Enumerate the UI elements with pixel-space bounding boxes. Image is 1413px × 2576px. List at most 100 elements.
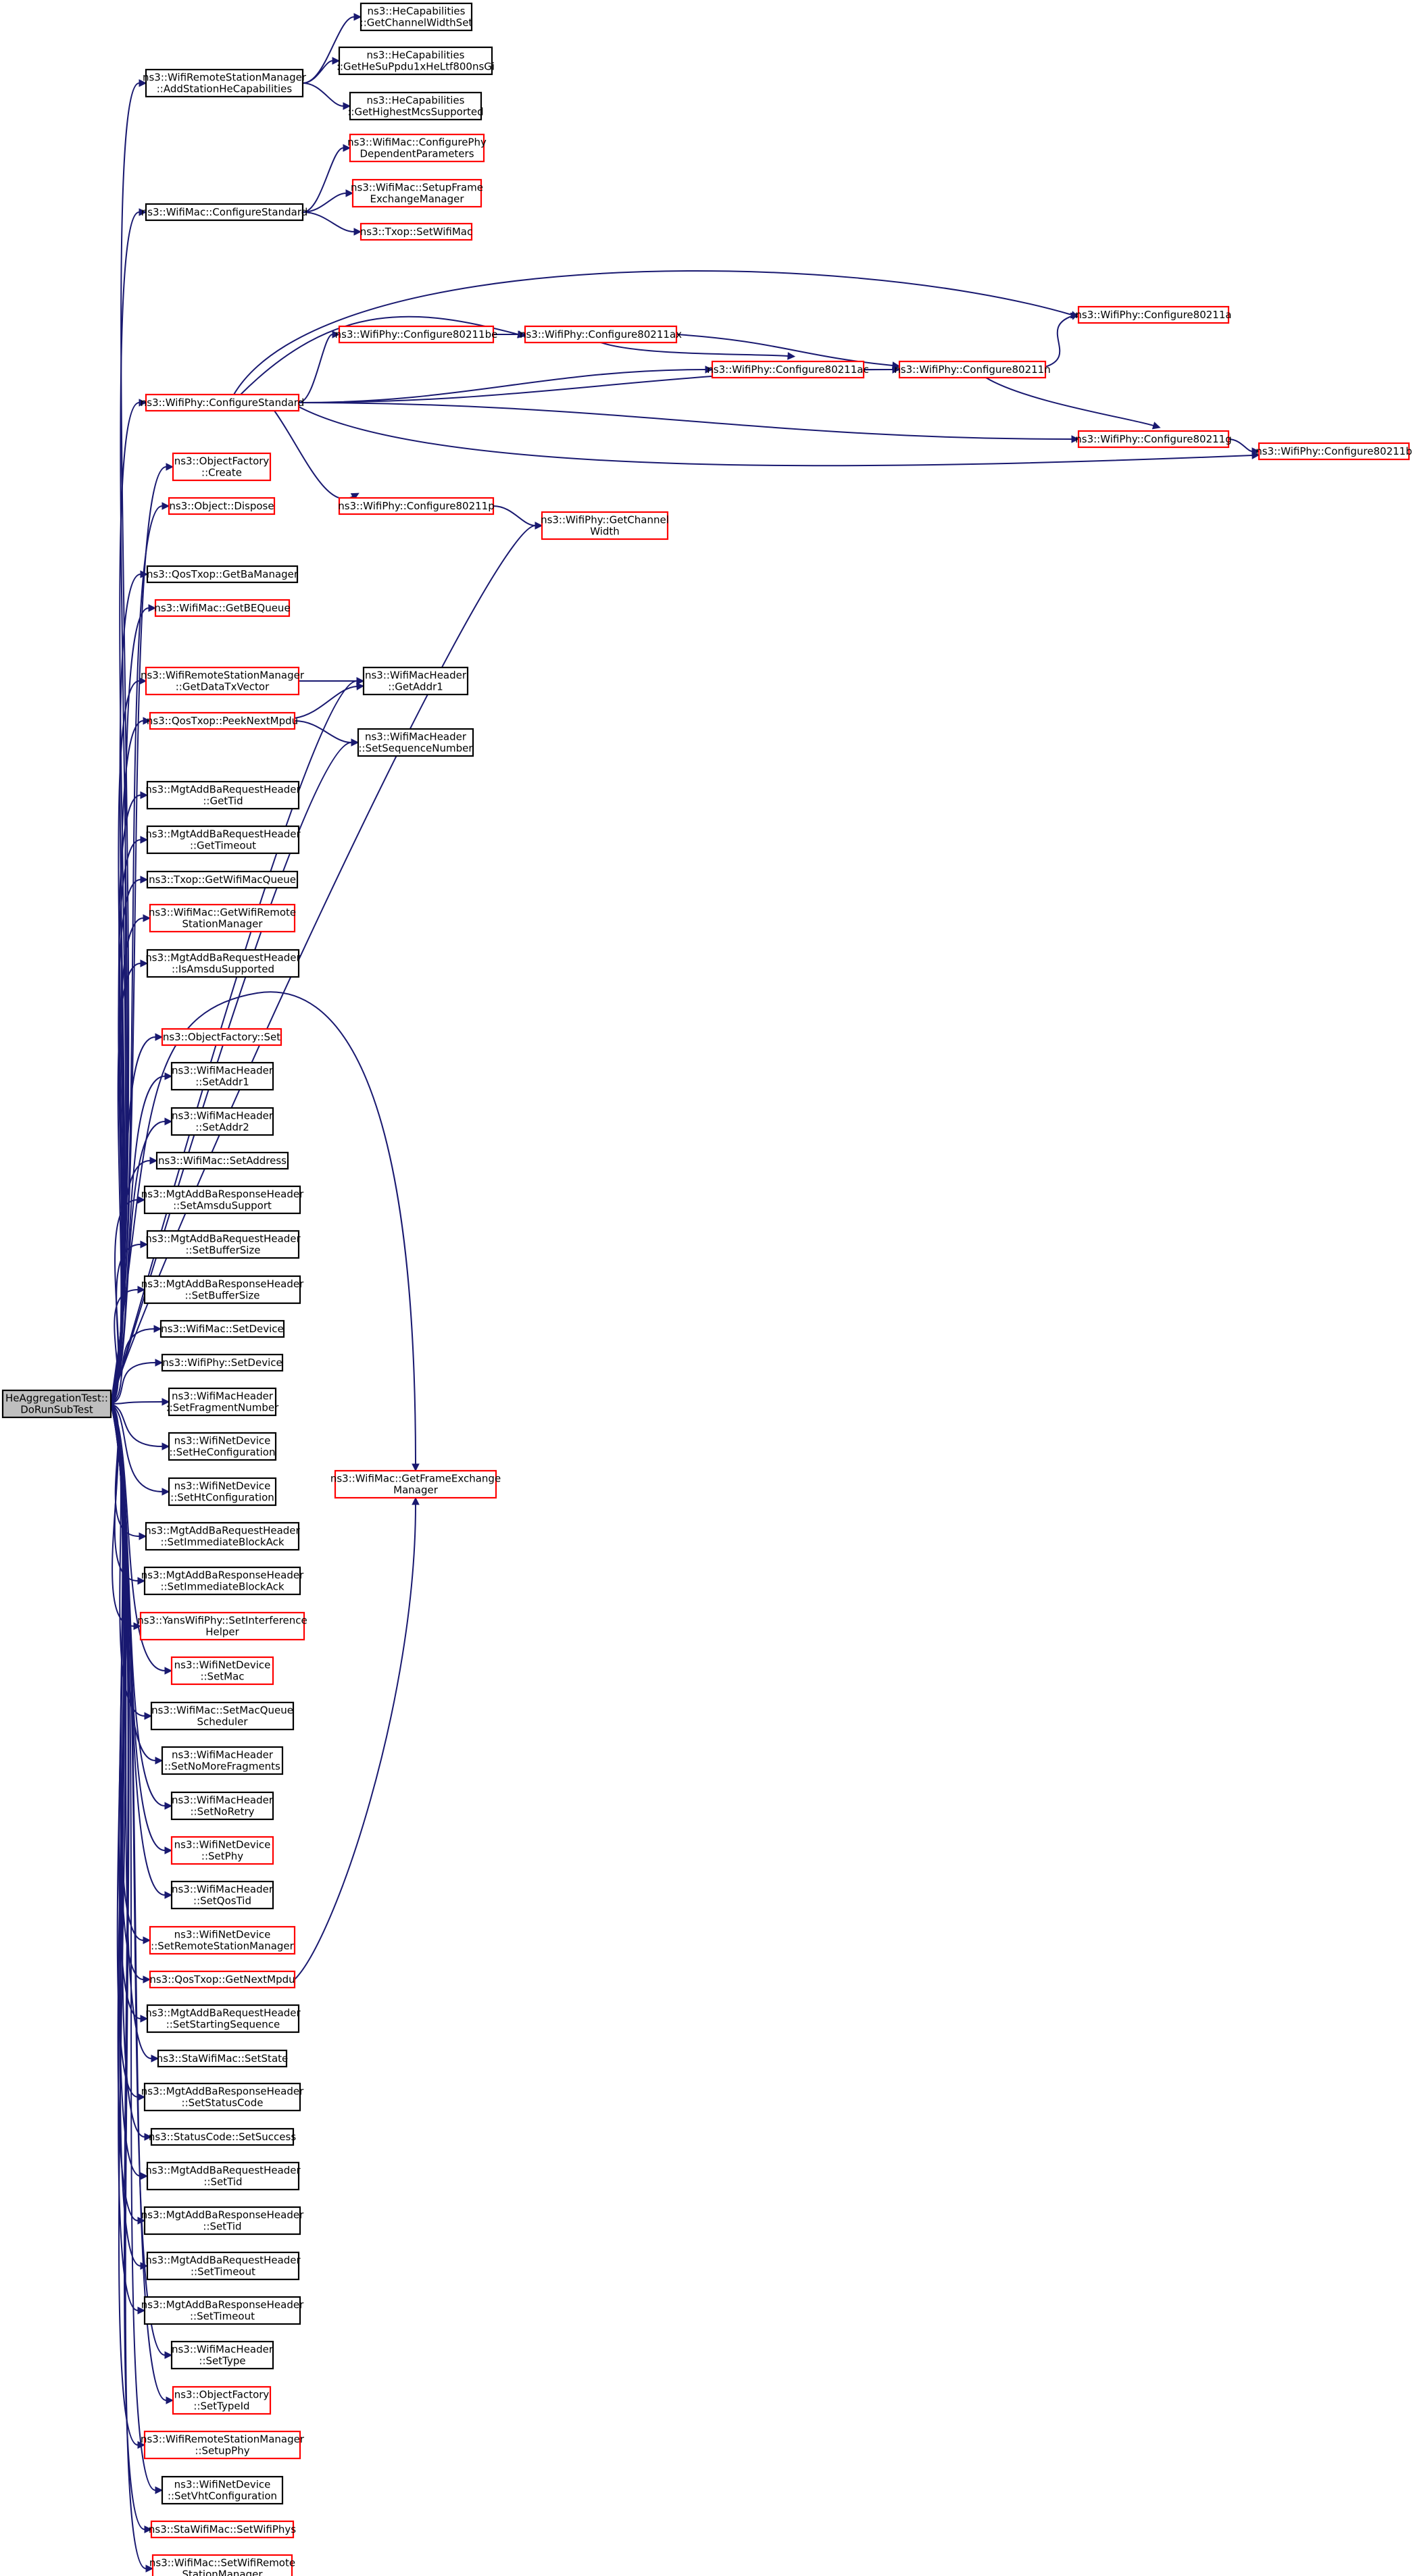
node-n27[interactable]: ns3::MgtAddBaRequestHeader::GetTid: [145, 780, 301, 810]
node-n13[interactable]: ns3::WifiPhy::Configure80211n: [894, 360, 1051, 379]
node-box[interactable]: [172, 2385, 272, 2415]
node-box[interactable]: [146, 780, 300, 810]
node-box[interactable]: [143, 2296, 301, 2325]
node-box[interactable]: [143, 1185, 301, 1215]
node-box[interactable]: [360, 222, 473, 241]
node-n53[interactable]: ns3::WifiMacHeader::SetQosTid: [170, 1880, 274, 1910]
node-box[interactable]: [159, 1319, 285, 1338]
node-n11[interactable]: ns3::WifiPhy::Configure80211ax: [520, 325, 682, 344]
node-box[interactable]: [170, 2340, 274, 2370]
node-box[interactable]: [145, 1521, 300, 1551]
node-n50[interactable]: ns3::WifiMacHeader::SetNoMoreFragments: [161, 1746, 284, 1775]
node-box[interactable]: [146, 565, 299, 584]
node-box[interactable]: [149, 903, 296, 933]
node-n42[interactable]: ns3::WifiNetDevice::SetHeConfiguration: [168, 1432, 277, 1461]
node-box[interactable]: [145, 666, 300, 696]
node-box[interactable]: [150, 2127, 295, 2146]
node-box[interactable]: [524, 325, 678, 344]
node-box[interactable]: [170, 1107, 274, 1136]
node-box[interactable]: [150, 2520, 295, 2539]
node-box[interactable]: [168, 1477, 277, 1507]
node-n40[interactable]: ns3::WifiPhy::SetDevice: [161, 1353, 284, 1372]
node-box[interactable]: [357, 728, 474, 757]
node-box[interactable]: [143, 1566, 301, 1596]
node-n54[interactable]: ns3::WifiNetDevice::SetRemoteStationMana…: [149, 1925, 296, 1955]
node-n39[interactable]: ns3::WifiMac::SetDevice: [159, 1319, 285, 1338]
node-n35[interactable]: ns3::WifiMac::SetAddress: [155, 1151, 289, 1170]
node-n65[interactable]: ns3::ObjectFactory::SetTypeId: [172, 2385, 272, 2415]
node-n64[interactable]: ns3::WifiMacHeader::SetType: [170, 2340, 274, 2370]
node-n6[interactable]: ns3::WifiMac::ConfigureStandard: [141, 203, 308, 222]
node-n21[interactable]: ns3::QosTxop::GetBaManager: [146, 565, 299, 584]
node-box[interactable]: [1077, 430, 1230, 449]
node-box[interactable]: [1077, 305, 1230, 324]
node-box[interactable]: [155, 1151, 289, 1170]
node-n33[interactable]: ns3::WifiMacHeader::SetAddr1: [170, 1061, 274, 1091]
node-box[interactable]: [360, 2, 473, 32]
node-n3[interactable]: ns3::HeCapabilities::GetHeSuPpdu1xHeLtf8…: [337, 46, 495, 76]
node-box[interactable]: [338, 325, 495, 344]
node-n15[interactable]: ns3::WifiPhy::Configure80211g: [1075, 430, 1232, 449]
node-n26[interactable]: ns3::WifiMacHeader::SetSequenceNumber: [357, 728, 474, 757]
node-n62[interactable]: ns3::MgtAddBaRequestHeader::SetTimeout: [145, 2251, 301, 2281]
node-box[interactable]: [349, 133, 485, 163]
node-box[interactable]: [161, 1353, 284, 1372]
node-box[interactable]: [170, 1880, 274, 1910]
node-box[interactable]: [172, 452, 272, 482]
node-n16[interactable]: ns3::WifiPhy::Configure80211b: [1256, 442, 1412, 461]
node-n46[interactable]: ns3::MgtAddBaResponseHeader::SetImmediat…: [141, 1566, 304, 1596]
node-box[interactable]: [149, 711, 296, 730]
node-box[interactable]: [146, 949, 300, 978]
node-box[interactable]: [338, 46, 493, 76]
node-n45[interactable]: ns3::MgtAddBaRequestHeader::SetImmediate…: [145, 1521, 301, 1551]
node-n19[interactable]: ns3::WifiPhy::Configure80211p: [338, 497, 495, 515]
node-n55[interactable]: ns3::QosTxop::GetNextMpdu: [149, 1970, 296, 1989]
node-box[interactable]: [145, 68, 304, 98]
node-box[interactable]: [146, 2004, 300, 2034]
node-n17[interactable]: ns3::ObjectFactory::Create: [172, 452, 272, 482]
node-n1[interactable]: ns3::HeCapabilities::GetChannelWidthSet: [360, 2, 473, 32]
node-box[interactable]: [154, 599, 291, 617]
node-box[interactable]: [168, 1387, 277, 1417]
node-box[interactable]: [143, 2430, 301, 2460]
node-n30[interactable]: ns3::WifiMac::GetWifiRemoteStationManage…: [149, 903, 296, 933]
node-n14[interactable]: ns3::WifiPhy::ConfigureStandard: [141, 393, 304, 412]
node-box[interactable]: [149, 1970, 296, 1989]
node-n61[interactable]: ns3::MgtAddBaResponseHeader::SetTid: [141, 2206, 304, 2236]
node-n63[interactable]: ns3::MgtAddBaResponseHeader::SetTimeout: [141, 2296, 304, 2325]
node-box[interactable]: [146, 825, 300, 855]
node-box[interactable]: [145, 393, 300, 412]
node-n4[interactable]: ns3::HeCapabilities::GetHighestMcsSuppor…: [347, 91, 484, 121]
node-box[interactable]: [170, 1791, 274, 1821]
node-n67[interactable]: ns3::WifiNetDevice::SetVhtConfiguration: [161, 2475, 284, 2505]
node-n25[interactable]: ns3::QosTxop::PeekNextMpdu: [147, 711, 298, 730]
node-box[interactable]: [161, 1746, 284, 1775]
node-box[interactable]: [146, 870, 299, 889]
node-n5[interactable]: ns3::WifiMac::ConfigurePhyDependentParam…: [347, 133, 487, 163]
node-n66[interactable]: ns3::WifiRemoteStationManager::SetupPhy: [141, 2430, 305, 2460]
node-box[interactable]: [1258, 442, 1410, 461]
node-n23[interactable]: ns3::WifiRemoteStationManager::GetDataTx…: [141, 666, 305, 696]
node-box[interactable]: [168, 497, 276, 515]
node-n44[interactable]: ns3::WifiNetDevice::SetHtConfiguration: [168, 1477, 277, 1507]
node-box[interactable]: [139, 1611, 305, 1641]
node-box[interactable]: [149, 1925, 296, 1955]
node-n34[interactable]: ns3::WifiMacHeader::SetAddr2: [170, 1107, 274, 1136]
node-n2[interactable]: ns3::WifiRemoteStationManager::AddStatio…: [143, 68, 307, 98]
node-n69[interactable]: ns3::WifiMac::SetWifiRemoteStationManage…: [149, 2554, 295, 2576]
node-n56[interactable]: ns3::MgtAddBaRequestHeader::SetStartingS…: [145, 2004, 301, 2034]
node-box[interactable]: [146, 1230, 300, 1259]
node-box[interactable]: [150, 1701, 295, 1731]
node-box[interactable]: [146, 2161, 300, 2191]
node-box[interactable]: [711, 360, 865, 379]
node-n22[interactable]: ns3::WifiMac::GetBEQueue: [154, 599, 291, 617]
node-box[interactable]: [541, 511, 669, 540]
node-box[interactable]: [170, 1836, 274, 1865]
node-box[interactable]: [334, 1469, 497, 1499]
node-n52[interactable]: ns3::WifiNetDevice::SetPhy: [170, 1836, 274, 1865]
node-n9[interactable]: ns3::WifiPhy::Configure80211a: [1075, 305, 1232, 324]
node-n31[interactable]: ns3::MgtAddBaRequestHeader::IsAmsduSuppo…: [145, 949, 301, 978]
node-n58[interactable]: ns3::MgtAddBaResponseHeader::SetStatusCo…: [141, 2082, 304, 2112]
